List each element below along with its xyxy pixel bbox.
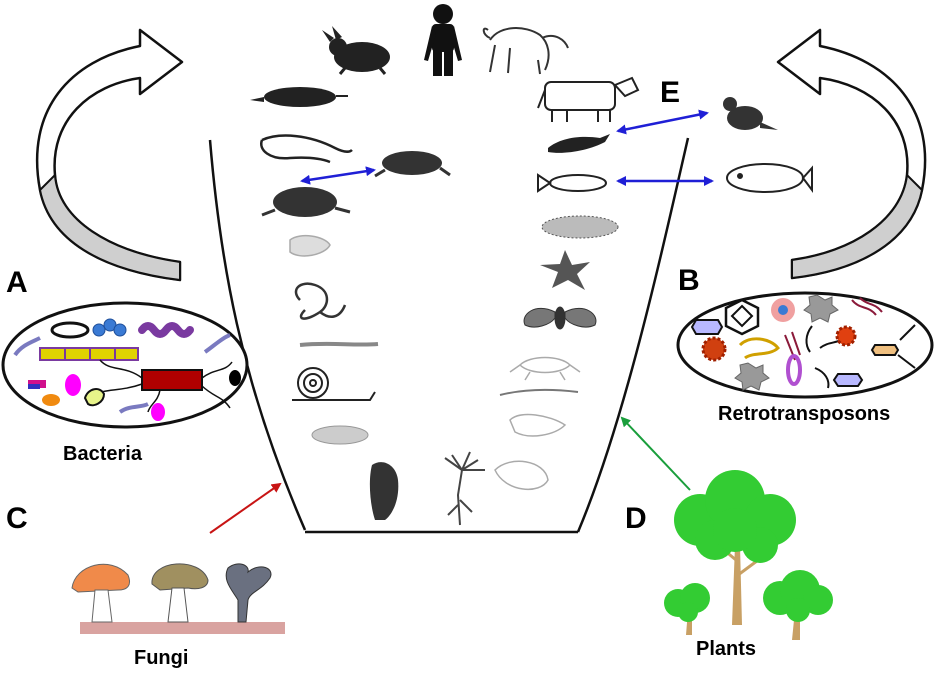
hydra-icon [444,451,485,526]
mushroom-grey-icon [225,563,272,623]
mushroom-brown-icon [151,563,209,623]
panel-letter-a: A [6,266,28,299]
frog-icon [261,187,351,217]
lizard-icon [260,134,353,164]
plants-illustration [664,470,833,640]
bacteria-caption: Bacteria [63,443,143,465]
exchange-arrow-bird [616,109,709,135]
worm-icon [294,282,347,320]
spirillum-icon [138,322,194,338]
shrew-icon [250,87,348,107]
sea-cucumber-icon [541,215,619,239]
crustacean-icon [509,356,581,381]
panel-letter-e: E [660,76,680,109]
rotifer-icon [499,388,579,396]
bird-icon [548,134,610,153]
panel-letter-d: D [625,502,647,535]
fungi-arrow [209,482,282,534]
rod-bacterium-icon [13,336,41,357]
bacteria-cell [1,301,249,429]
coccus-outline-icon [50,321,90,339]
protist-icon [289,234,331,257]
funnel-outline [208,137,690,534]
retrotransposons-cell [676,291,934,399]
exchange-arrows [300,109,714,186]
flagellated-bacterium-icon [141,369,203,391]
retrotransposons-caption: Retrotransposons [718,403,890,425]
fish-icon [537,173,607,193]
tree-small-left-icon [664,583,710,635]
jellyfish-icon [494,413,567,490]
snail-icon [292,367,376,401]
plants-caption: Plants [696,638,756,660]
nematode-icon [299,341,379,347]
fungi-caption: Fungi [134,647,188,669]
mushroom-orange-icon [71,563,131,623]
panel-letter-b: B [678,264,700,297]
virus-particle-icon [771,298,795,322]
moth-icon [523,306,597,330]
panel-letter-c: C [6,502,28,535]
tree-large-icon [674,470,796,625]
tree-small-right-icon [763,570,833,640]
fish-outside-icon [726,163,813,193]
bird-outside-icon [723,97,778,130]
fungi-illustration [71,563,285,634]
sponge-icon [369,462,399,520]
human-icon [424,4,462,76]
streptococcus-icon [92,318,127,337]
capsid-icon [724,298,760,336]
baboon-icon [482,27,569,75]
curved-arrow-right-icon [776,28,927,280]
cow-icon [537,76,640,122]
exchange-arrow-frog [300,166,376,185]
rabbit-icon [322,26,390,75]
starfish-icon [540,250,590,290]
plants-arrow [620,416,691,491]
frog-outside-icon [374,151,451,178]
curved-arrow-left-icon [35,28,184,282]
flatworm-icon [311,425,369,445]
